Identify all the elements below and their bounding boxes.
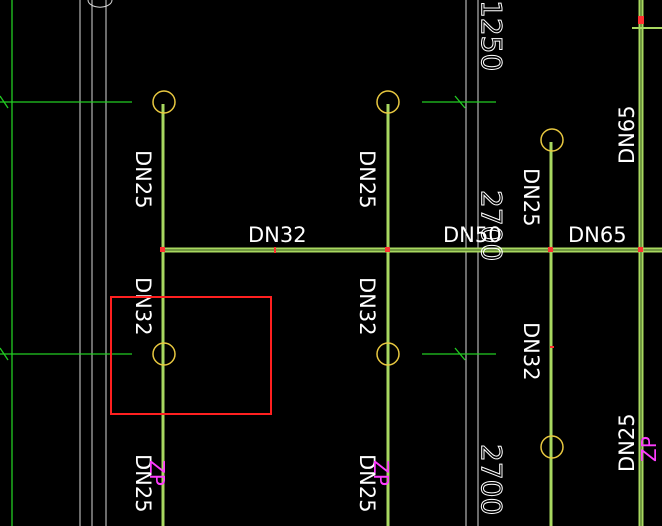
label-dn32-a: DN32 bbox=[131, 277, 155, 336]
sprinkler-head-icon[interactable] bbox=[376, 90, 400, 114]
label-dn25-c: DN25 bbox=[519, 168, 543, 227]
dimension-2700-b: 2700 bbox=[475, 444, 508, 515]
sprinkler-head-icon[interactable] bbox=[540, 128, 564, 152]
label-dn65-horizontal: DN65 bbox=[568, 223, 627, 247]
axis-tick bbox=[0, 95, 9, 109]
reducer-mark bbox=[274, 247, 276, 253]
label-dn25-a: DN25 bbox=[131, 150, 155, 209]
sprinkler-head-icon[interactable] bbox=[152, 90, 176, 114]
label-dn32-horizontal: DN32 bbox=[248, 223, 307, 247]
wall-lines bbox=[79, 0, 479, 526]
dimension-2700-a: 2700 bbox=[475, 190, 508, 261]
label-dn25-b: DN25 bbox=[355, 150, 379, 209]
label-dn32-b: DN32 bbox=[355, 277, 379, 336]
selection-highlight-box[interactable] bbox=[110, 296, 272, 415]
label-dn25-e: DN25 bbox=[355, 454, 379, 513]
junction-marks bbox=[160, 16, 644, 348]
tag-zp-b: ZP bbox=[369, 460, 393, 486]
reducer-mark bbox=[550, 346, 554, 348]
column-arc bbox=[87, 0, 113, 8]
label-dn25-f: DN25 bbox=[615, 413, 639, 472]
junction-mark bbox=[638, 16, 644, 24]
sprinkler-head-icon[interactable] bbox=[376, 342, 400, 366]
label-dn32-c: DN32 bbox=[519, 322, 543, 381]
axis-tick bbox=[454, 347, 466, 361]
junction-mark bbox=[385, 247, 390, 252]
label-dn25-d: DN25 bbox=[131, 454, 155, 513]
tag-zp-c: ZP bbox=[637, 436, 661, 462]
tag-zp-a: ZP bbox=[145, 460, 169, 486]
sprinkler-heads bbox=[152, 90, 564, 459]
axis-tick bbox=[454, 95, 466, 109]
dimension-1250: 1250 bbox=[475, 0, 508, 71]
sprinkler-head-icon[interactable] bbox=[152, 342, 176, 366]
axis-lines bbox=[0, 0, 496, 526]
junction-mark bbox=[160, 247, 165, 252]
sprinkler-head-icon[interactable] bbox=[540, 435, 564, 459]
axis-tick bbox=[0, 347, 9, 361]
pipe-network bbox=[161, 0, 662, 526]
label-dn65-vertical: DN65 bbox=[615, 105, 639, 164]
label-dn50: DN50 bbox=[443, 223, 502, 247]
junction-mark bbox=[638, 247, 643, 252]
junction-mark bbox=[548, 247, 553, 252]
